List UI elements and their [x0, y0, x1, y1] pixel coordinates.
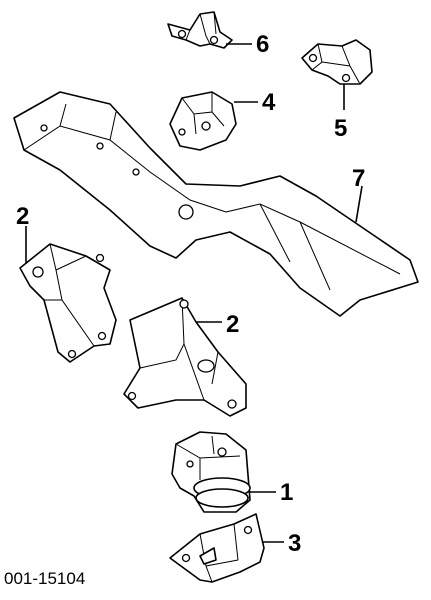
callout-5: 5 — [334, 115, 347, 142]
callout-2-right: 2 — [226, 311, 239, 338]
part-2-right-bracket — [123, 297, 247, 417]
callout-4: 4 — [262, 89, 276, 116]
part-3-bracket — [169, 513, 265, 583]
callout-3: 3 — [288, 530, 301, 557]
callout-7: 7 — [352, 165, 365, 192]
figure-code: 001-15104 — [4, 569, 85, 588]
part-7-crossmember — [13, 91, 419, 317]
part-6-bracket — [167, 11, 233, 49]
part-2-left-bracket — [19, 243, 117, 363]
callout-2-left: 2 — [16, 203, 29, 230]
callout-1: 1 — [280, 479, 293, 506]
part-1-insulator — [171, 431, 251, 513]
part-4-insulator — [169, 91, 237, 151]
part-5-bracket — [301, 39, 373, 85]
leader-7 — [355, 185, 363, 223]
callout-6: 6 — [256, 31, 269, 58]
